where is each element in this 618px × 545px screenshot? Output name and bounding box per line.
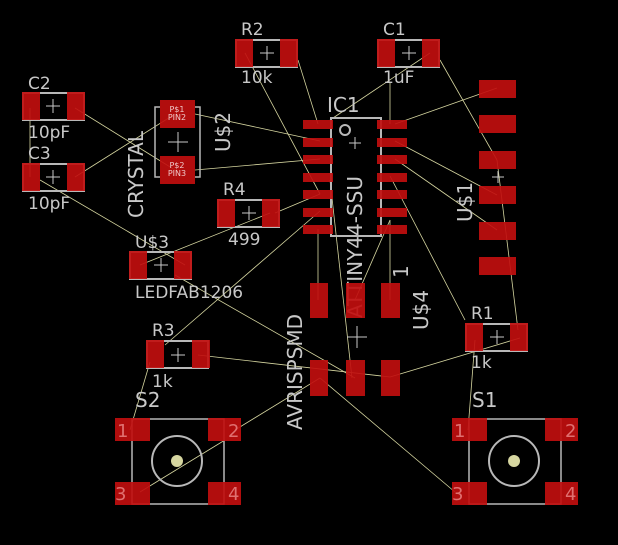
r1-value: 1k: [471, 353, 492, 373]
c1-value: 1uF: [383, 68, 414, 88]
u3-name: U$3: [135, 233, 169, 253]
u4-name: U$4: [409, 290, 433, 330]
ic1-pads: [303, 120, 407, 234]
s1-name: S1: [472, 388, 497, 412]
r2-value: 10k: [241, 68, 273, 88]
pin-label: 3: [115, 484, 126, 505]
resistor-r4[interactable]: R4 499: [217, 180, 280, 250]
c3-name: C3: [28, 144, 51, 164]
u3-value: LEDFAB1206: [135, 283, 243, 303]
led-u3[interactable]: U$3 LEDFAB1206: [129, 233, 243, 303]
capacitor-c3[interactable]: C3 10pF: [22, 144, 85, 214]
resistor-r1[interactable]: R1 1k: [465, 304, 528, 373]
r3-name: R3: [152, 321, 175, 341]
c1-name: C1: [383, 20, 406, 40]
r4-value: 499: [228, 230, 260, 250]
pad-label: P$1: [169, 105, 184, 114]
r2-name: R2: [241, 20, 264, 40]
pad-label: PIN3: [168, 169, 186, 178]
pad-label: P$2: [169, 161, 184, 170]
r1-name: R1: [471, 304, 494, 324]
pad-label: PIN2: [168, 113, 186, 122]
capacitor-c2[interactable]: C2 10pF: [22, 74, 85, 143]
ic1-name: IC1: [327, 93, 360, 117]
capacitor-c1[interactable]: C1 1uF: [377, 20, 440, 88]
connector-u4[interactable]: U$4 1: [310, 265, 433, 348]
pin-label: 2: [228, 421, 239, 442]
u1-name: U$1: [453, 182, 477, 222]
c3-value: 10pF: [28, 194, 70, 214]
crystal-u2[interactable]: P$1 PIN2 P$2 PIN3 CRYSTAL U$2: [124, 100, 235, 218]
pin-label: 1: [117, 421, 128, 442]
switch-s2[interactable]: 1 2 3 4 S2: [115, 388, 241, 505]
connector-avrispsmd[interactable]: AVRISPSMD: [283, 314, 400, 430]
r3-value: 1k: [152, 372, 173, 392]
r4-name: R4: [223, 180, 246, 200]
c2-value: 10pF: [28, 123, 70, 143]
u4-pin-label: 1: [389, 265, 413, 278]
pin-label: 4: [228, 484, 239, 505]
avrisp-value: AVRISPSMD: [283, 314, 307, 430]
crystal-value: CRYSTAL: [124, 130, 148, 218]
resistor-r3[interactable]: R3 1k: [146, 321, 210, 392]
s2-name: S2: [135, 388, 160, 412]
pin-label: 4: [565, 484, 576, 505]
pin-label: 3: [452, 484, 463, 505]
header-u1[interactable]: U$1: [172, 0, 516, 275]
airwires: [29, 52, 521, 493]
switch-s1[interactable]: 1 2 3 4 S1: [452, 388, 578, 505]
crystal-name: U$2: [211, 112, 235, 152]
pin-label: 2: [565, 421, 576, 442]
pin-label: 1: [454, 421, 465, 442]
c2-name: C2: [28, 74, 51, 94]
resistor-r2[interactable]: R2 10k: [235, 20, 298, 88]
